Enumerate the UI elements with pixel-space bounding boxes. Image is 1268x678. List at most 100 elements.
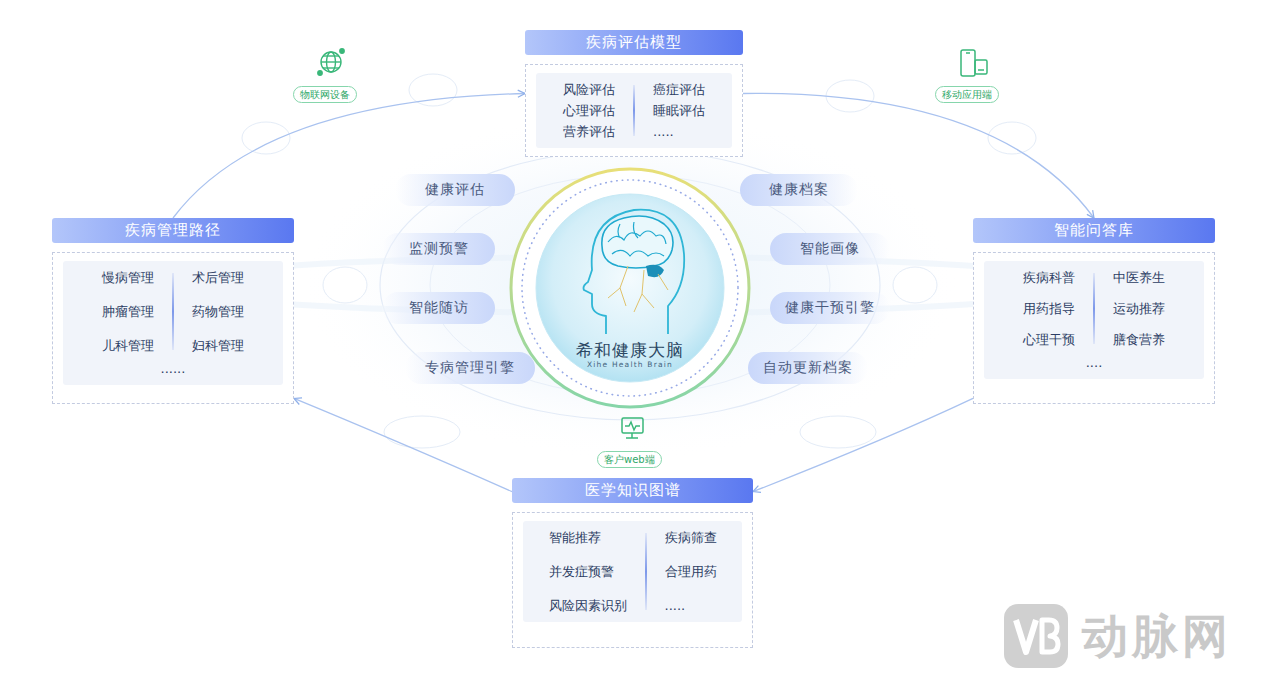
item-more: ......: [69, 360, 277, 377]
ghost-circles: [242, 74, 1036, 448]
item-column: 中医养生运动推荐膳食营养: [1113, 269, 1165, 348]
group-heading: 智能问答库: [973, 218, 1215, 243]
item-column: 疾病科普用药指导心理干预: [1023, 269, 1075, 348]
feature-pill: 健康评估: [395, 174, 515, 206]
group-box: 医学知识图谱智能推荐并发症预警风险因素识别疾病筛查合理用药.....: [512, 478, 753, 648]
item-columns: 智能推荐并发症预警风险因素识别疾病筛查合理用药.....: [529, 529, 736, 614]
item-text: 运动推荐: [1113, 300, 1165, 317]
item-column: 风险评估心理评估营养评估: [563, 81, 615, 140]
dashed-frame: 风险评估心理评估营养评估癌症评估睡眠评估.....: [525, 64, 743, 157]
item-text: 心理评估: [563, 102, 615, 119]
feature-pill: 健康档案: [740, 174, 858, 206]
feature-pill: 自动更新档案: [748, 352, 868, 384]
item-text: 药物管理: [192, 303, 244, 320]
item-text: 风险因素识别: [549, 597, 627, 614]
item-text: 营养评估: [563, 123, 615, 140]
device-label: 客户web端: [604, 452, 655, 467]
item-column: 慢病管理肿瘤管理儿科管理: [102, 269, 154, 354]
item-column: 疾病筛查合理用药.....: [665, 529, 717, 614]
outer-ring: [511, 169, 749, 407]
device-tag: 移动应用端: [935, 86, 999, 103]
dashed-frame: 智能推荐并发症预警风险因素识别疾病筛查合理用药.....: [512, 512, 753, 648]
nerve-lines: [608, 266, 668, 312]
dashed-frame: 慢病管理肿瘤管理儿科管理术后管理药物管理妇科管理......: [52, 252, 294, 404]
item-text: 癌症评估: [653, 81, 705, 98]
device-label: 物联网设备: [300, 87, 350, 102]
orbit-ring: [380, 150, 880, 420]
watermark-logo: [1004, 604, 1068, 668]
group-heading: 疾病管理路径: [52, 218, 294, 243]
dotted-ring: [522, 180, 738, 396]
item-column: 智能推荐并发症预警风险因素识别: [549, 529, 627, 614]
device-tag: 物联网设备: [293, 86, 357, 103]
feature-pill: 健康干预引擎: [770, 292, 890, 324]
feature-pill: 专病管理引擎: [405, 352, 535, 384]
item-text: 睡眠评估: [653, 102, 705, 119]
brain-illustration: [508, 166, 752, 410]
group-box: 疾病评估模型风险评估心理评估营养评估癌症评估睡眠评估.....: [525, 30, 743, 157]
feature-pill: 智能画像: [770, 233, 890, 265]
item-columns: 风险评估心理评估营养评估癌症评估睡眠评估.....: [542, 81, 726, 140]
item-columns: 疾病科普用药指导心理干预中医养生运动推荐膳食营养: [990, 269, 1198, 348]
feature-pill: 智能随访: [382, 292, 495, 324]
item-panel: 疾病科普用药指导心理干预中医养生运动推荐膳食营养....: [984, 261, 1204, 379]
pill-text: 专病管理引擎: [425, 359, 515, 377]
column-divider: [645, 533, 647, 610]
pill-text: 智能画像: [800, 240, 860, 258]
item-text: .....: [653, 123, 674, 140]
brain-shape: [602, 216, 673, 268]
monitor-icon: [622, 418, 643, 438]
item-text: .....: [665, 597, 686, 614]
brain-title: 希和健康大脑: [576, 340, 684, 360]
item-panel: 智能推荐并发症预警风险因素识别疾病筛查合理用药.....: [523, 521, 742, 622]
flow-arrow: [753, 398, 973, 491]
item-panel: 风险评估心理评估营养评估癌症评估睡眠评估.....: [536, 73, 732, 148]
item-text: 中医养生: [1113, 269, 1165, 286]
pill-text: 健康干预引擎: [785, 299, 875, 317]
pill-text: 健康评估: [425, 181, 485, 199]
item-text: 疾病筛查: [665, 529, 717, 546]
item-text: 膳食营养: [1113, 331, 1165, 348]
item-text: 疾病科普: [1023, 269, 1075, 286]
brain-folds: [608, 222, 666, 256]
column-divider: [633, 85, 635, 136]
item-text: 用药指导: [1023, 300, 1075, 317]
iot-icon: [318, 49, 344, 75]
inner-disc: [536, 194, 724, 382]
group-box: 疾病管理路径慢病管理肿瘤管理儿科管理术后管理药物管理妇科管理......: [52, 218, 294, 404]
head-profile: [584, 210, 685, 334]
item-text: 慢病管理: [102, 269, 154, 286]
device-tag: 客户web端: [597, 451, 662, 468]
column-divider: [172, 273, 174, 350]
pill-text: 智能随访: [409, 299, 469, 317]
item-text: 术后管理: [192, 269, 244, 286]
group-heading: 医学知识图谱: [512, 478, 753, 503]
pill-text: 自动更新档案: [763, 359, 853, 377]
glow: [300, 110, 960, 460]
item-text: 妇科管理: [192, 337, 244, 354]
device-label: 移动应用端: [942, 87, 992, 102]
phone-icon: [961, 50, 987, 76]
brain-subtitle: Xihe Health Brain: [587, 360, 673, 370]
item-text: 合理用药: [665, 563, 717, 580]
brain-circle: 希和健康大脑Xihe Health Brain: [508, 166, 752, 410]
watermark-text: 动脉网: [1082, 608, 1232, 664]
pill-text: 健康档案: [769, 181, 829, 199]
dashed-frame: 疾病科普用药指导心理干预中医养生运动推荐膳食营养....: [973, 252, 1215, 404]
item-text: 心理干预: [1023, 331, 1075, 348]
item-text: 风险评估: [563, 81, 615, 98]
group-box: 智能问答库疾病科普用药指导心理干预中医养生运动推荐膳食营养....: [973, 218, 1215, 404]
item-column: 术后管理药物管理妇科管理: [192, 269, 244, 354]
item-column: 癌症评估睡眠评估.....: [653, 81, 705, 140]
flow-arrow: [173, 94, 525, 219]
item-columns: 慢病管理肿瘤管理儿科管理术后管理药物管理妇科管理: [69, 269, 277, 354]
group-heading: 疾病评估模型: [525, 30, 743, 55]
pill-text: 监测预警: [409, 240, 469, 258]
item-text: 智能推荐: [549, 529, 601, 546]
column-divider: [1093, 273, 1095, 344]
item-panel: 慢病管理肿瘤管理儿科管理术后管理药物管理妇科管理......: [63, 261, 283, 385]
feature-pill: 监测预警: [382, 233, 495, 265]
item-text: 并发症预警: [549, 563, 614, 580]
item-text: 儿科管理: [102, 337, 154, 354]
cerebellum: [646, 265, 664, 277]
